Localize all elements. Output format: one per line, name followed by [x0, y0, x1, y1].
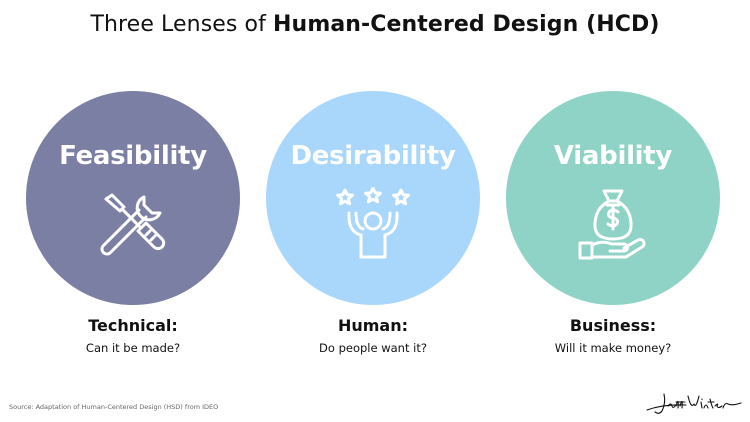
caption-question: Will it make money?	[554, 341, 672, 355]
wrench-screwdriver-icon	[100, 193, 166, 256]
lens-name-viability: Viability	[553, 141, 673, 171]
lens-circle-viability: Viability	[506, 91, 720, 305]
page-title: Three Lenses of Human-Centered Design (H…	[0, 12, 750, 37]
caption-question: Do people want it?	[319, 341, 427, 355]
lens-name-desirability: Desirability	[290, 141, 456, 171]
caption-label: Business:	[569, 316, 657, 335]
lens-name-feasibility: Feasibility	[59, 141, 207, 171]
person-stars-icon	[336, 187, 410, 259]
source-note: Source: Adaptation of Human-Centered Des…	[9, 403, 219, 411]
caption-technical: Technical: Can it be made?	[26, 316, 240, 356]
caption-question: Can it be made?	[85, 341, 181, 355]
lens-circle-desirability: Desirability	[266, 91, 480, 305]
caption-label: Technical:	[88, 316, 178, 335]
signature-logo	[646, 393, 742, 414]
caption-human: Human: Do people want it?	[266, 316, 480, 356]
lens-circle-feasibility: Feasibility	[26, 91, 240, 305]
caption-label: Human:	[337, 316, 409, 335]
title-emphasis: Human-Centered Design (HCD)	[273, 12, 660, 37]
money-bag-hand-icon	[578, 189, 646, 260]
title-prefix: Three Lenses of	[90, 12, 266, 37]
caption-business: Business: Will it make money?	[506, 316, 720, 356]
